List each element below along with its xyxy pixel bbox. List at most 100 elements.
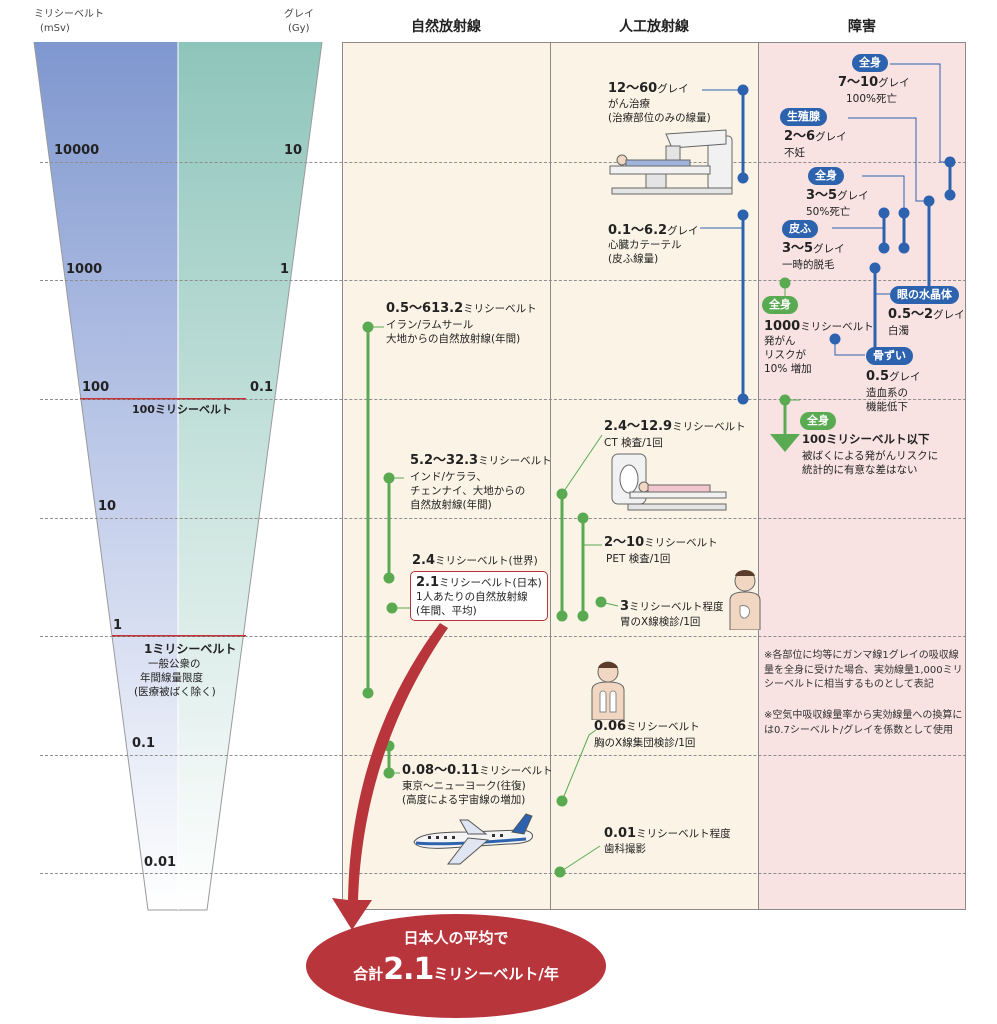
header-damage: 障害 <box>848 19 876 35</box>
msv-tick: 10000 <box>54 143 100 158</box>
damage-desc: 造血系の <box>866 387 908 399</box>
india-desc: 自然放射線(年間) <box>410 499 492 511</box>
ct-desc: CT 検査/1回 <box>604 437 663 449</box>
damage-item: 3〜5グレイ <box>782 241 845 256</box>
damage-item: 2〜6グレイ <box>784 129 847 144</box>
cath-item: 0.1〜6.2グレイ <box>608 223 699 238</box>
damage-item: 0.5グレイ <box>866 369 921 384</box>
damage-desc: リスクが <box>764 349 806 361</box>
damage-item: 3〜5グレイ <box>806 188 869 203</box>
gridline <box>40 518 966 519</box>
gy-axis-label: グレイ <box>284 9 314 20</box>
msv-axis-label: ミリシーベルト <box>34 9 104 20</box>
damage-desc: 50%死亡 <box>806 206 851 218</box>
gridline <box>40 755 966 756</box>
msv-tick: 1000 <box>66 262 103 277</box>
flight-desc: 東京〜ニューヨーク(往復) <box>402 780 526 792</box>
india-item: 5.2〜32.3ミリシーベルト <box>410 453 552 468</box>
tag-eye-lens: 眼の水晶体 <box>890 286 959 304</box>
tag-whole-body: 全身 <box>800 412 836 430</box>
1msv-desc: (医療被ばく除く) <box>134 686 216 698</box>
summary-line1: 日本人の平均で <box>403 929 509 947</box>
damage-desc: 10% 増加 <box>764 363 812 375</box>
gy-axis-unit: (Gy) <box>288 23 310 34</box>
damage-item: 100ミリシーベルト以下 <box>802 432 930 446</box>
damage-desc: 白濁 <box>888 325 909 337</box>
100msv-label: 100ミリシーベルト <box>132 403 232 416</box>
tag-whole-body: 全身 <box>762 296 798 314</box>
damage-desc: 被ばくによる発がんリスクに <box>802 450 939 462</box>
damage-item: 7〜10グレイ <box>838 75 910 90</box>
stomach-item: 3ミリシーベルト程度 <box>620 599 724 614</box>
msv-tick: 100 <box>82 380 110 395</box>
radiotherapy-machine-icon <box>609 129 733 195</box>
gy-band <box>178 42 322 910</box>
panel-damage <box>758 42 966 910</box>
japan-desc: (年間、平均) <box>416 605 477 617</box>
gridline <box>40 162 966 163</box>
iran-desc: イラン/ラムサール <box>386 319 474 331</box>
msv-tick: 0.01 <box>144 855 177 870</box>
gridline <box>40 280 966 281</box>
japan-item: 2.1ミリシーベルト(日本) <box>416 575 542 590</box>
flight-item: 0.08〜0.11ミリシーベルト <box>402 763 553 778</box>
gridline <box>40 399 966 400</box>
damage-desc: 発がん <box>764 335 796 347</box>
gridline <box>40 636 966 637</box>
pet-item: 2〜10ミリシーベルト <box>604 535 718 550</box>
dose-scale-funnel <box>33 41 323 911</box>
summary-oval <box>306 914 606 1018</box>
tag-gonad: 生殖腺 <box>780 108 827 126</box>
ct-scanner-icon <box>611 453 727 511</box>
cancer-item: 12〜60グレイ <box>608 81 689 96</box>
airplane-icon <box>413 813 533 865</box>
cath-desc: (皮ふ線量) <box>608 253 659 265</box>
iran-item: 0.5〜613.2ミリシーベルト <box>386 301 537 316</box>
damage-item: 1000ミリシーベルト <box>764 319 874 334</box>
msv-tick: 0.1 <box>132 736 156 751</box>
gy-tick: 10 <box>284 143 303 158</box>
tag-skin: 皮ふ <box>782 220 818 238</box>
japan-desc: 1人あたりの自然放射線 <box>416 591 528 603</box>
ct-item: 2.4〜12.9ミリシーベルト <box>604 419 746 434</box>
cancer-desc: がん治療 <box>608 98 650 110</box>
india-desc: チェンナイ、大地からの <box>410 485 526 497</box>
msv-axis-unit: (mSv) <box>40 23 70 34</box>
damage-desc: 機能低下 <box>866 401 908 413</box>
person-chest-icon <box>591 661 625 720</box>
summary-line2: 合計2.1ミリシーベルト/年 <box>353 952 559 987</box>
dental-item: 0.01ミリシーベルト程度 <box>604 826 731 841</box>
footnote: ※各部位に均等にガンマ線1グレイの吸収線量を全身に受けた場合、実効線量1,000… <box>764 650 963 690</box>
japan-box <box>410 571 548 621</box>
stomach-desc: 胃のX線検診/1回 <box>620 616 701 628</box>
tag-whole-body: 全身 <box>808 167 844 185</box>
damage-desc: 統計的に有意な差はない <box>802 464 918 476</box>
flight-desc: (高度による宇宙線の増加) <box>402 794 526 806</box>
1msv-desc: 年間線量限度 <box>140 672 203 684</box>
tag-whole-body: 全身 <box>852 54 888 72</box>
world-item: 2.4ミリシーベルト(世界) <box>412 553 538 568</box>
gy-tick: 1 <box>280 262 290 277</box>
chest-desc: 胸のX線集団検診/1回 <box>594 737 696 749</box>
damage-desc: 一時的脱毛 <box>782 259 835 271</box>
india-desc: インド/ケララ、 <box>410 471 487 483</box>
pet-desc: PET 検査/1回 <box>606 553 671 565</box>
gridline <box>40 873 966 874</box>
1msv-label: 1ミリシーベルト <box>144 642 237 656</box>
msv-band <box>34 42 178 910</box>
tag-bone-marrow: 骨ずい <box>866 347 913 365</box>
1msv-desc: 一般公衆の <box>148 658 201 670</box>
cath-desc: 心臓カテーテル <box>608 239 682 251</box>
header-natural: 自然放射線 <box>411 19 481 35</box>
msv-tick: 1 <box>113 618 123 633</box>
iran-desc: 大地からの自然放射線(年間) <box>386 333 521 345</box>
dental-desc: 歯科撮影 <box>604 843 646 855</box>
person-stomach-icon <box>729 570 761 630</box>
damage-desc: 100%死亡 <box>846 93 898 105</box>
damage-desc: 不妊 <box>784 147 805 159</box>
cancer-desc: (治療部位のみの線量) <box>608 112 711 124</box>
footnote: ※空気中吸収線量率から実効線量への換算には0.7シーベルト/グレイを係数として使… <box>764 710 963 736</box>
header-artificial: 人工放射線 <box>619 19 689 35</box>
